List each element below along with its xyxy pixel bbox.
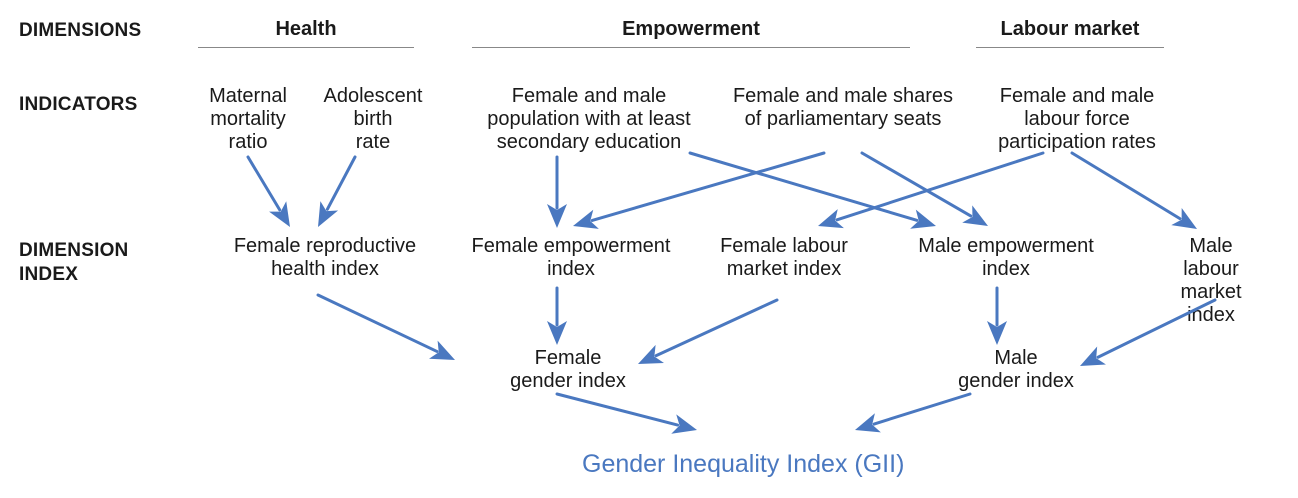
arrow-education-to-female-emp <box>547 155 567 228</box>
arrow-reproductive-to-female-gender <box>316 293 455 360</box>
indicator-maternal-mortality: Maternal mortality ratio <box>209 85 287 153</box>
indicator-secondary-education: Female and male population with at least… <box>487 85 691 153</box>
arrow-female-emp-to-female-gender <box>547 286 567 345</box>
rule-health <box>198 47 414 48</box>
rule-labour-market <box>976 47 1164 48</box>
indicator-adolescent-birth-rate: Adolescent birth rate <box>323 85 423 153</box>
dimension-empowerment: Empowerment <box>622 18 760 40</box>
arrow-education-to-male-emp <box>688 151 936 229</box>
indicator-labour-force: Female and male labour force participati… <box>998 85 1156 153</box>
row-label-dimensions: DIMENSIONS <box>19 20 142 41</box>
row-label-dimension: DIMENSION <box>19 240 129 261</box>
indicator-parliamentary-seats: Female and male shares of parliamentary … <box>732 85 954 130</box>
arrow-female-gender-to-gii <box>555 392 697 434</box>
index-female-empowerment: Female empowerment index <box>471 235 671 280</box>
rule-empowerment <box>472 47 910 48</box>
row-label-indicators: INDICATORS <box>19 94 138 115</box>
index-female-labour-market: Female labour market index <box>720 235 848 280</box>
arrow-labourforce-to-male-labour <box>1070 151 1197 229</box>
gii-title: Gender Inequality Index (GII) <box>582 450 905 478</box>
arrow-parliament-to-female-emp <box>573 151 826 229</box>
index-female-reproductive-health: Female reproductive health index <box>233 235 417 280</box>
row-label-index: INDEX <box>19 264 79 285</box>
arrow-adolescent-to-reproductive <box>318 155 357 227</box>
index-male-labour-market: Male labour market index <box>1180 235 1242 326</box>
arrow-female-labour-to-female-gender <box>638 298 779 364</box>
dimension-labour-market: Labour market <box>1000 18 1140 40</box>
male-gender-index: Male gender index <box>958 347 1074 392</box>
dimension-health: Health <box>275 18 337 40</box>
arrow-labourforce-to-female-labour <box>818 151 1045 229</box>
arrow-parliament-to-male-emp <box>860 151 988 226</box>
arrow-male-labour-to-male-gender <box>1080 298 1217 366</box>
arrow-maternal-to-reproductive <box>246 155 290 227</box>
index-male-empowerment: Male empowerment index <box>918 235 1094 280</box>
arrow-male-gender-to-gii <box>855 392 972 433</box>
arrow-male-emp-to-male-gender <box>987 286 1007 345</box>
female-gender-index: Female gender index <box>510 347 626 392</box>
